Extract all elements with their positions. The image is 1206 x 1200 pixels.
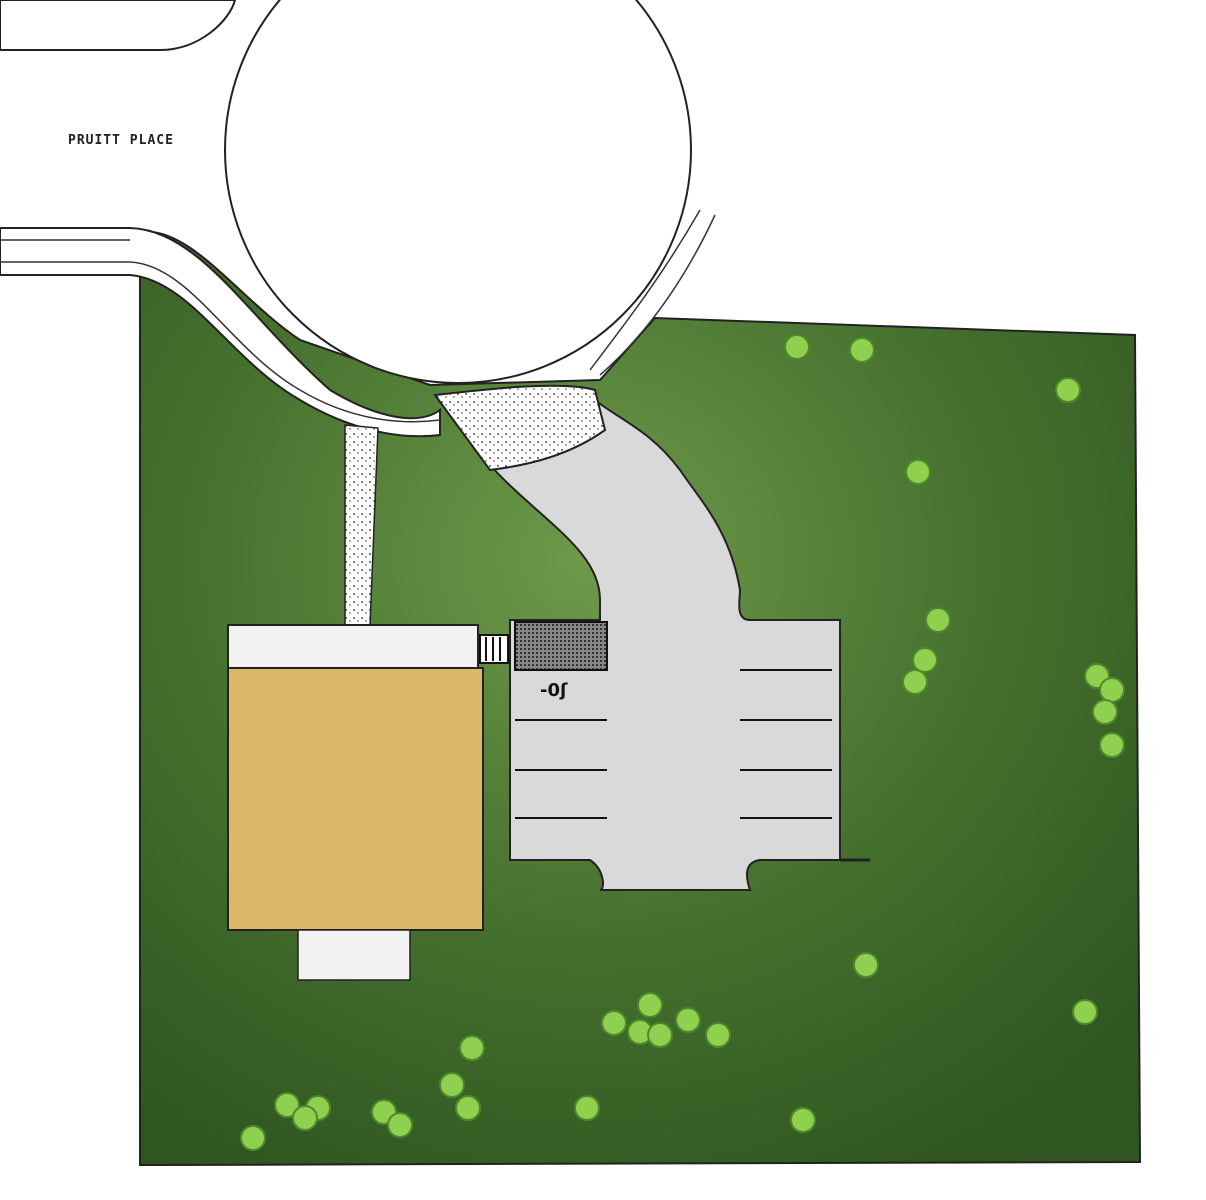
tree-icon (455, 1095, 481, 1121)
driveway (488, 398, 841, 891)
tree-icon (459, 1035, 485, 1061)
tree-icon (1099, 677, 1125, 703)
tree-icon (387, 1112, 413, 1138)
tree-icon (1099, 732, 1125, 758)
tree-icon (647, 1022, 673, 1048)
parking-stripes (515, 669, 832, 819)
tree-icon (1092, 699, 1118, 725)
hatched-pad (514, 621, 608, 671)
tree-icon (849, 337, 875, 363)
road-north (0, 0, 237, 51)
tree-icon (912, 647, 938, 673)
curb-lines (589, 209, 716, 376)
tree-icon (705, 1022, 731, 1048)
cul-de-sac (224, 0, 692, 384)
road-edge-lines (0, 239, 441, 423)
tree-icon (902, 669, 928, 695)
tree-icon (292, 1105, 318, 1131)
tree-icon (274, 1092, 300, 1118)
street-label: PRUITT PLACE (68, 133, 174, 148)
porch (227, 624, 479, 669)
tree-icon (853, 952, 879, 978)
tree-icon (1055, 377, 1081, 403)
accessible-parking-icon: -0ʃ (540, 680, 568, 701)
back-patio (297, 929, 411, 981)
tree-icon (574, 1095, 600, 1121)
trees (240, 334, 1125, 1151)
tree-icon (790, 1107, 816, 1133)
tree-icon (784, 334, 810, 360)
tree-icon (1072, 999, 1098, 1025)
road-west (0, 227, 441, 438)
step-lines (485, 637, 501, 661)
tree-icon (675, 1007, 701, 1033)
tree-icon (637, 992, 663, 1018)
driveway-apron (433, 384, 607, 472)
tree-icon (240, 1125, 266, 1151)
building (227, 667, 484, 931)
tree-icon (905, 459, 931, 485)
tree-icon (601, 1010, 627, 1036)
tree-icon (925, 607, 951, 633)
tree-icon (439, 1072, 465, 1098)
